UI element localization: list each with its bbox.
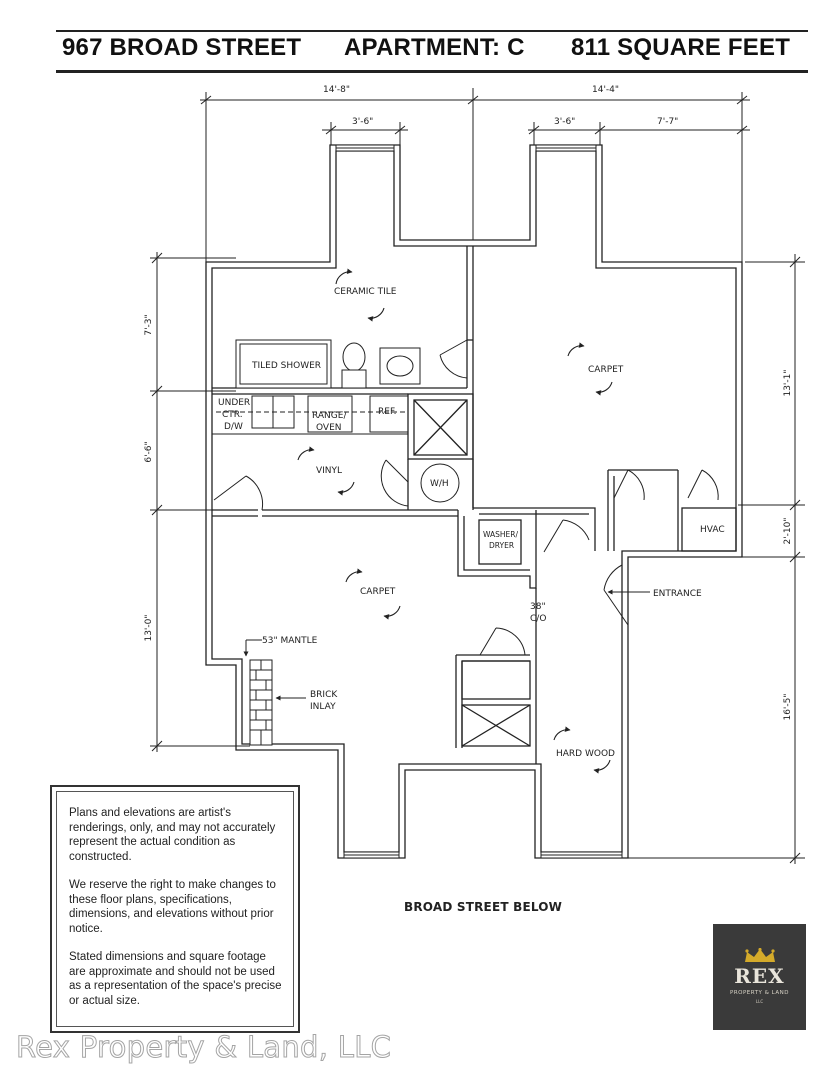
label-mantle: 53" MANTLE <box>262 636 318 646</box>
street-label: BROAD STREET BELOW <box>404 900 563 914</box>
windows <box>335 144 623 859</box>
dim-left-window: 3'-6" <box>352 117 373 127</box>
disclaimer-box: Plans and elevations are artist's render… <box>50 785 300 1033</box>
label-entrance: ENTRANCE <box>653 589 702 599</box>
label-water-heater: W/H <box>430 479 449 489</box>
logo-wordmark: REX <box>734 964 785 988</box>
floor-plan-drawing: 14'-8" 14'-4" 3'-6" 3'-6" 7'-7" 7'-3" 6'… <box>144 85 805 864</box>
kitchen-counter <box>211 393 409 435</box>
label-hvac: HVAC <box>700 525 725 535</box>
label-hard-wood: HARD WOOD <box>556 749 615 759</box>
label-under-ctr-1: UNDER <box>218 398 250 408</box>
rex-logo: REX PROPERTY & LAND LLC <box>713 924 806 1030</box>
dim-left-middle: 6'-6" <box>144 441 154 462</box>
dim-right-middle: 2'-10" <box>783 517 793 544</box>
disclaimer-paragraph-renderings: Plans and elevations are artist's render… <box>69 807 276 863</box>
logo-subtitle: PROPERTY & LAND <box>730 990 789 996</box>
interior-walls <box>212 246 737 764</box>
label-ceramic-tile: CERAMIC TILE <box>334 287 397 297</box>
address-heading: 967 BROAD STREET <box>62 34 302 61</box>
label-brick-1: BRICK <box>310 690 338 700</box>
disclaimer-paragraph-changes: We reserve the right to make changes to … <box>69 879 276 935</box>
label-tiled-shower: TILED SHOWER <box>251 361 321 371</box>
label-washer-2: DRYER <box>489 541 514 550</box>
label-brick-2: INLAY <box>310 702 336 712</box>
square-feet-heading: 811 SQUARE FEET <box>571 34 791 61</box>
dim-left-upper: 7'-3" <box>144 314 154 335</box>
label-range-2: OVEN <box>316 423 342 433</box>
exterior-walls <box>205 144 743 859</box>
watermark-text: Rex Property & Land, LLC <box>15 1030 392 1065</box>
dim-right-lower: 16'-5" <box>783 693 793 720</box>
crown-icon <box>745 948 775 962</box>
label-door-width-1: 38" <box>530 602 546 612</box>
dim-top-left-width: 14'-8" <box>323 85 350 95</box>
header-top-rule <box>56 30 808 32</box>
label-washer-1: WASHER/ <box>483 530 518 539</box>
label-under-ctr-3: D/W <box>224 422 243 432</box>
dim-right-upper: 13'-1" <box>783 369 793 396</box>
dim-right-window: 3'-6" <box>554 117 575 127</box>
label-ref: REF. <box>378 407 397 417</box>
header-bottom-rule <box>56 70 808 73</box>
fireplace-brick-inlay <box>249 659 273 746</box>
label-range-1: RANGE/ <box>312 411 347 421</box>
label-under-ctr-2: CTR. <box>222 410 243 420</box>
label-vinyl: VINYL <box>316 466 342 476</box>
dimension-lines <box>150 88 805 864</box>
dim-right-of-window: 7'-7" <box>657 117 678 127</box>
disclaimer-paragraph-dimensions: Stated dimensions and square footage are… <box>69 951 282 1007</box>
floor-finish-arcs <box>297 268 613 774</box>
leader-arrows <box>243 589 650 701</box>
label-door-width-2: C/O <box>530 614 546 624</box>
door-swings <box>213 339 719 656</box>
label-carpet-bedroom: CARPET <box>588 365 624 375</box>
apartment-heading: APARTMENT: C <box>344 34 525 61</box>
disclaimer-inner-frame: Plans and elevations are artist's render… <box>56 791 294 1027</box>
logo-llc: LLC <box>755 999 764 1004</box>
dim-left-lower: 13'-0" <box>144 614 154 641</box>
label-carpet-living: CARPET <box>360 587 396 597</box>
dim-top-right-width: 14'-4" <box>592 85 619 95</box>
fixtures <box>235 339 460 503</box>
